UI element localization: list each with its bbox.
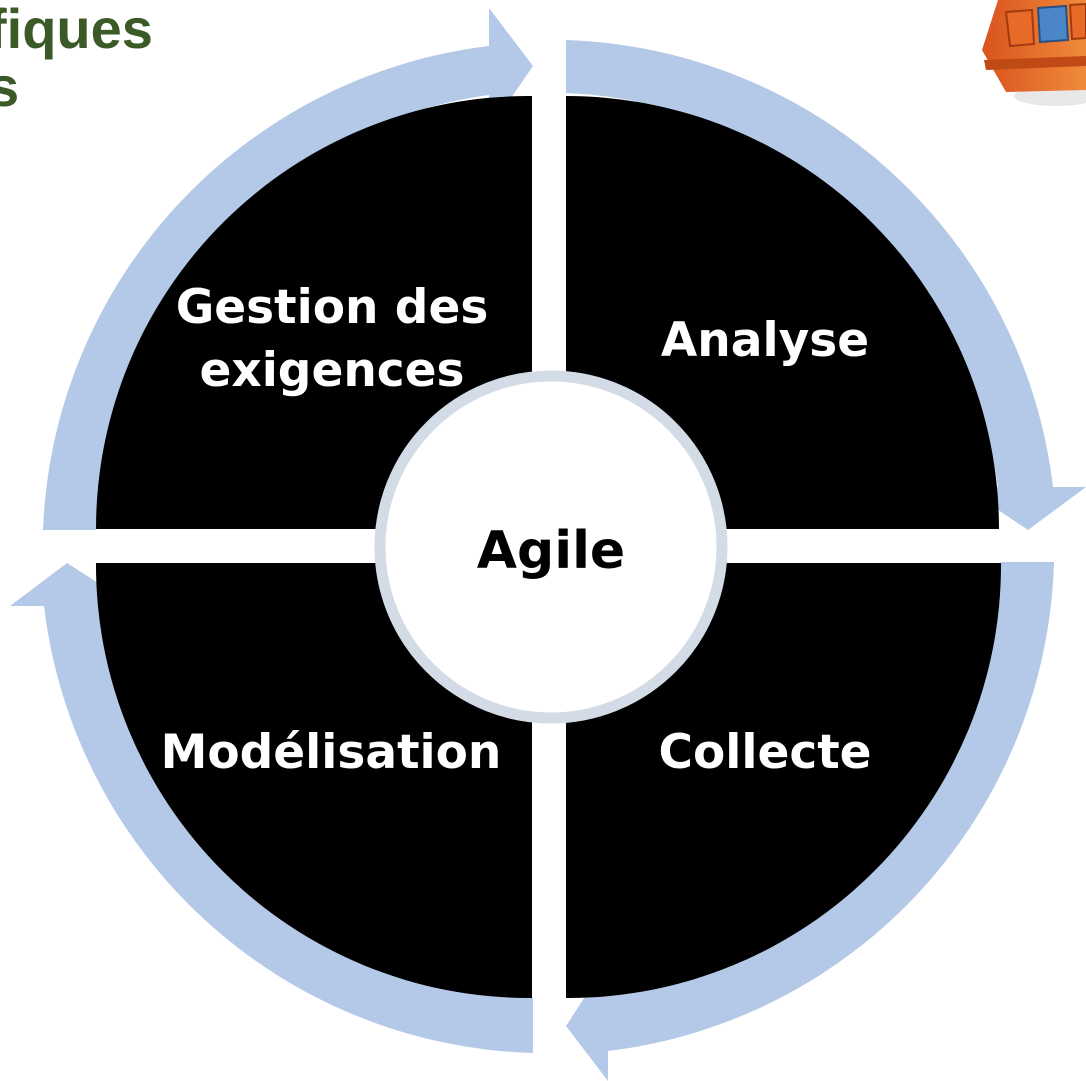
label-collecte: Collecte xyxy=(658,725,871,780)
label-analyse: Analyse xyxy=(661,313,869,368)
arrow-bottom-right xyxy=(566,562,1054,1081)
toolbox-icon xyxy=(982,0,1086,106)
segment-bottom-left xyxy=(95,563,533,999)
slide-title-line-1: fiques xyxy=(0,0,153,60)
cycle-arrows xyxy=(10,8,1086,1081)
segment-top-left xyxy=(96,95,532,529)
label-gestion-line-1: Gestion des xyxy=(176,280,489,335)
arrow-top-left xyxy=(43,8,533,530)
slide-title-line-2: s xyxy=(0,55,20,118)
label-modelisation: Modélisation xyxy=(161,725,502,780)
label-gestion-line-2: exigences xyxy=(200,343,465,398)
arrow-bottom-left xyxy=(10,563,533,1053)
center-circle xyxy=(374,370,728,724)
label-center-agile: Agile xyxy=(477,521,625,581)
slide-title: fiques s xyxy=(0,0,153,116)
arrow-top-right xyxy=(566,40,1086,530)
